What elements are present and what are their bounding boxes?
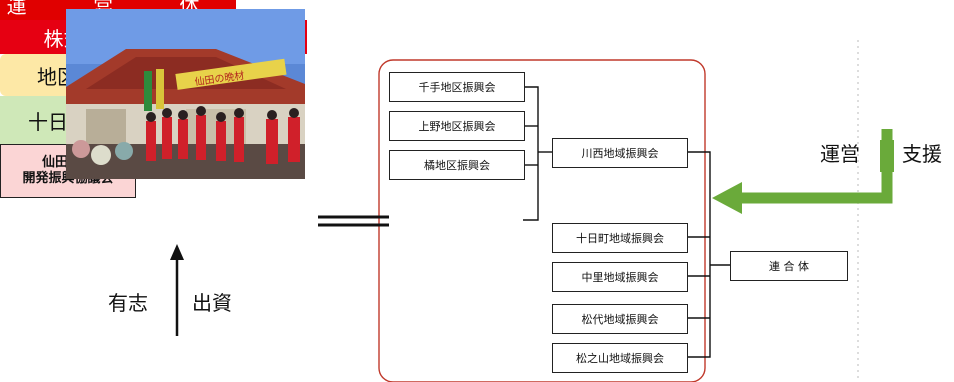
regional-group-box: 松代地域振興会 <box>552 304 688 334</box>
council-line2: 開発振興協議会 <box>22 171 114 186</box>
city-box: 十日町市 <box>0 96 136 144</box>
promo-group-label: 千手地区振興会 <box>418 81 496 94</box>
regional-group-box: 十日町地域振興会 <box>552 223 688 253</box>
council-line1: 仙田地区 <box>41 155 94 170</box>
city-left-label: 運営 <box>820 142 860 166</box>
city-label: 十日町市 <box>28 109 108 134</box>
kawanishi-label: 川西地域振興会 <box>581 147 659 160</box>
regional-group-box: 松之山地域振興会 <box>552 343 688 373</box>
arrow-left-label: 有志 <box>108 291 148 315</box>
company-box: 株式会社あいポート仙田 <box>0 20 307 54</box>
company-label: 株式会社あいポート仙田 <box>43 26 264 51</box>
promo-group-label: 橘地区振興会 <box>424 159 490 172</box>
title-text: 運 営 体 制 <box>6 0 230 20</box>
arrow-right-label: 出資 <box>192 291 232 315</box>
federation-label: 連 合 体 <box>769 260 809 273</box>
regional-group-label: 中里地域振興会 <box>581 271 659 284</box>
kawanishi-box: 川西地域振興会 <box>552 138 688 168</box>
title-banner: 運 営 体 制 <box>0 0 236 20</box>
promo-group-box: 橘地区振興会 <box>389 150 525 180</box>
promo-group-label: 上野地区振興会 <box>418 120 496 133</box>
photo-sign-text: 仙田の晩材 <box>194 69 245 89</box>
residents-box: 地区住民 <box>0 54 154 96</box>
city-right-label: 支援 <box>902 142 942 166</box>
residents-label: 地区住民 <box>37 64 117 89</box>
promo-group-box: 上野地区振興会 <box>389 111 525 141</box>
support-arrow <box>740 129 893 204</box>
regional-group-box: 中里地域振興会 <box>552 262 688 292</box>
regional-group-label: 松之山地域振興会 <box>576 352 664 365</box>
promo-group-box: 千手地区振興会 <box>389 72 525 102</box>
federation-box: 連 合 体 <box>730 251 848 281</box>
regional-group-label: 十日町地域振興会 <box>576 232 664 245</box>
regional-group-label: 松代地域振興会 <box>581 313 659 326</box>
council-box: 仙田地区 開発振興協議会 <box>0 144 136 198</box>
